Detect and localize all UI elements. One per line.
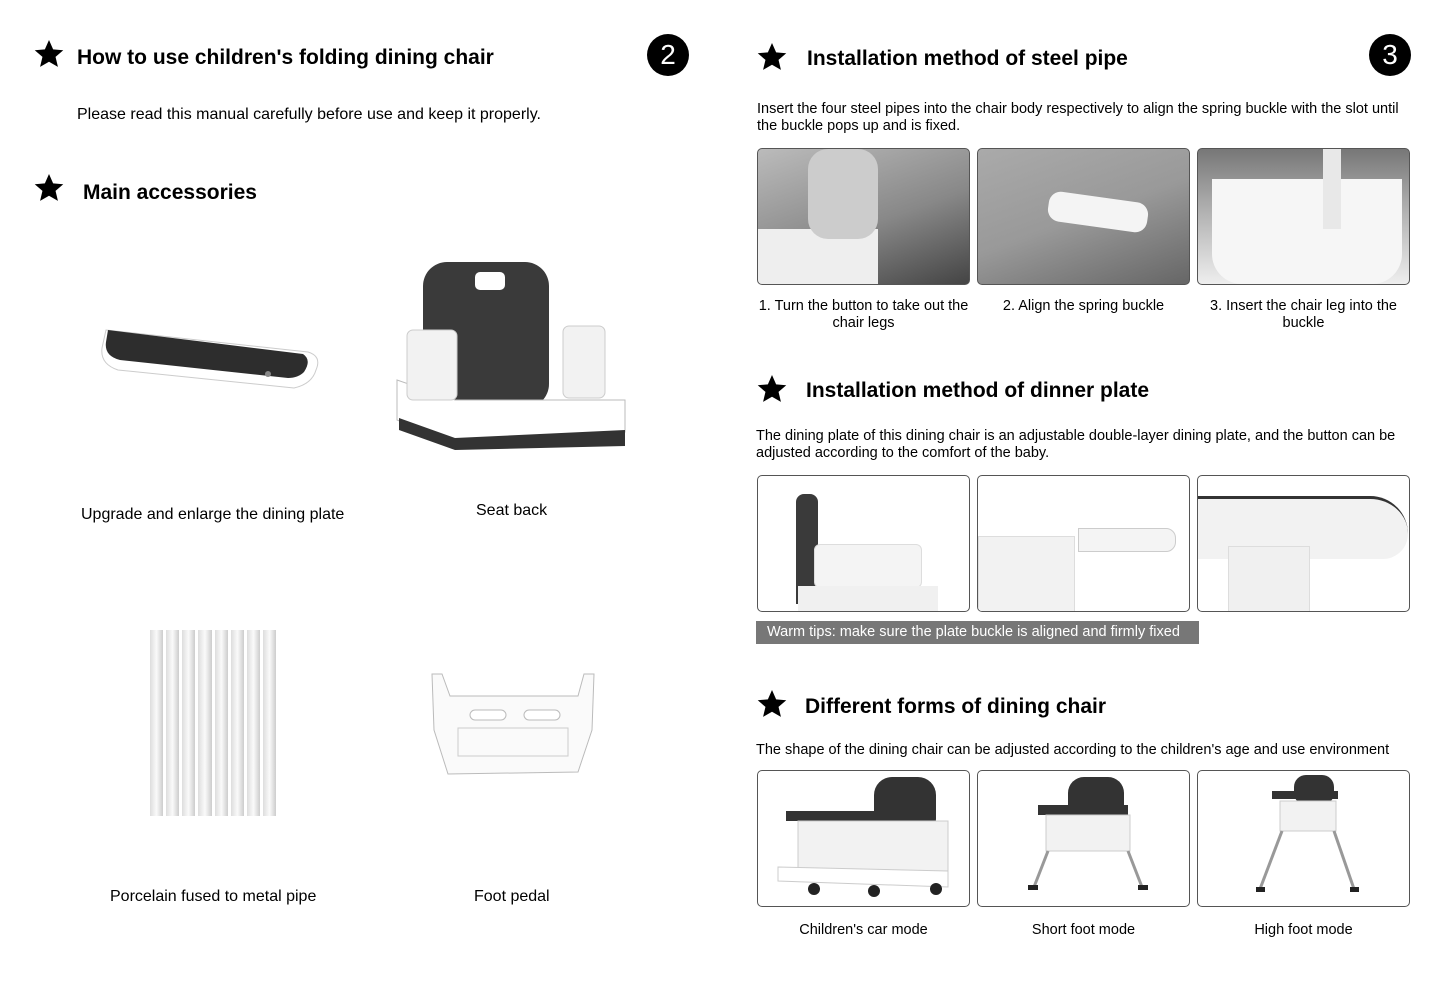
mode-photo-car	[757, 770, 970, 907]
section-title-steel-pipe: Installation method of steel pipe	[807, 47, 1128, 70]
star-icon	[756, 373, 788, 405]
star-icon	[33, 38, 65, 70]
plate-photo-1	[757, 475, 970, 612]
step-photo-3	[1197, 148, 1410, 285]
section-title-dinner-plate: Installation method of dinner plate	[806, 379, 1150, 402]
plate-photo-3	[1197, 475, 1410, 612]
star-icon	[33, 172, 65, 204]
steel-pipe-description: Insert the four steel pipes into the cha…	[757, 101, 1399, 134]
warm-tip-banner: Warm tips: make sure the plate buckle is…	[756, 621, 1199, 644]
dining-plate-image	[101, 329, 319, 389]
mode-caption: Children's car mode	[799, 922, 928, 938]
section-title-accessories: Main accessories	[83, 181, 257, 204]
step-caption: 1. Turn the button to take out the chair…	[758, 298, 969, 331]
forms-description: The shape of the dining chair can be adj…	[756, 742, 1390, 758]
page-title: How to use children's folding dining cha…	[77, 46, 494, 69]
mode-caption: Short foot mode	[1031, 922, 1136, 938]
star-icon	[756, 688, 788, 720]
page-number-badge: 2	[647, 34, 689, 76]
plate-photo-2	[977, 475, 1190, 612]
accessory-caption: Porcelain fused to metal pipe	[110, 888, 317, 905]
accessory-caption: Foot pedal	[474, 888, 550, 905]
foot-pedal-image	[431, 673, 595, 775]
page-number-badge: 3	[1369, 34, 1411, 76]
intro-text: Please read this manual carefully before…	[77, 106, 541, 123]
accessory-caption: Upgrade and enlarge the dining plate	[81, 506, 345, 523]
mode-photo-short	[977, 770, 1190, 907]
accessory-caption: Seat back	[476, 502, 548, 519]
pipes-image	[150, 630, 276, 816]
step-photo-1	[757, 148, 970, 285]
star-icon	[756, 41, 788, 73]
section-title-forms: Different forms of dining chair	[805, 695, 1107, 718]
step-caption: 3. Insert the chair leg into the buckle	[1210, 298, 1397, 331]
mode-photo-high	[1197, 770, 1410, 907]
step-photo-2	[977, 148, 1190, 285]
dinner-plate-description: The dining plate of this dining chair is…	[756, 428, 1396, 461]
seat-back-image	[396, 262, 626, 450]
mode-caption: High foot mode	[1254, 922, 1353, 938]
step-caption: 2. Align the spring buckle	[1002, 298, 1165, 314]
